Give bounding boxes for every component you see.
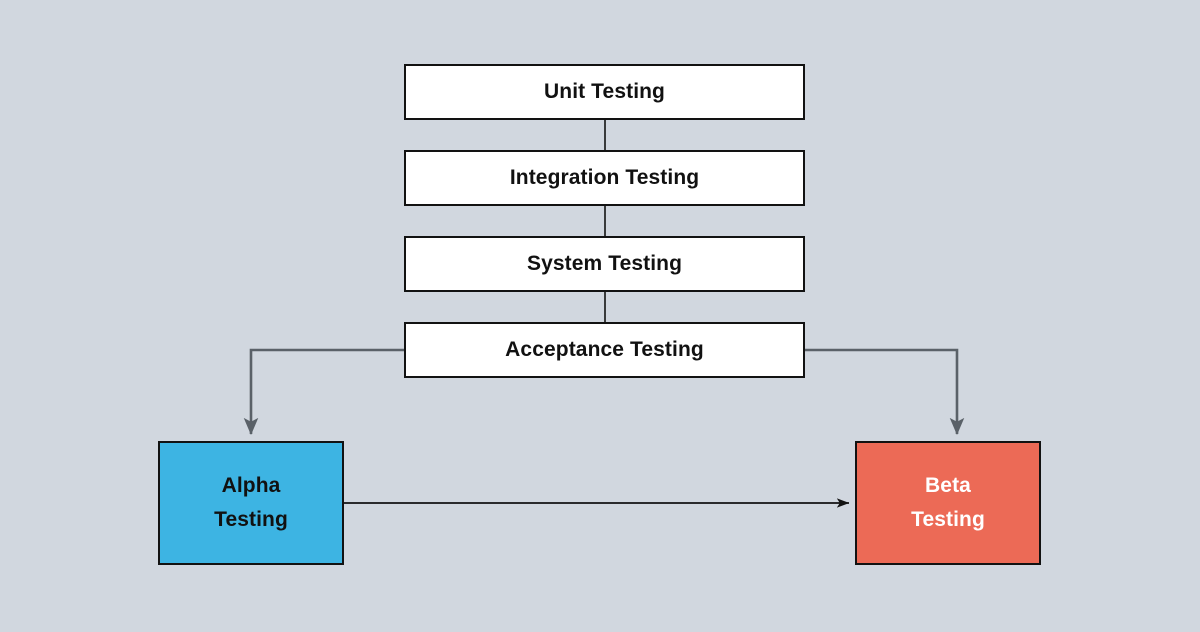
node-alpha-testing[interactable]: Alpha Testing — [158, 441, 344, 565]
connector-acceptance-to-alpha — [243, 348, 404, 436]
node-alpha-testing-label-line2: Testing — [214, 508, 288, 531]
connector-acceptance-to-beta — [805, 348, 965, 436]
node-acceptance-testing[interactable]: Acceptance Testing — [404, 322, 805, 378]
node-alpha-testing-label-line1: Alpha — [221, 473, 281, 497]
node-acceptance-testing-label: Acceptance Testing — [505, 337, 704, 361]
node-integration-testing[interactable]: Integration Testing — [404, 150, 805, 206]
node-unit-testing[interactable]: Unit Testing — [404, 64, 805, 120]
node-system-testing-label: System Testing — [526, 251, 683, 275]
node-beta-testing-label-line1: Beta — [925, 473, 971, 497]
node-beta-testing[interactable]: Beta Testing — [855, 441, 1041, 565]
node-unit-testing-label: Unit Testing — [544, 79, 665, 103]
node-system-testing[interactable]: System Testing — [404, 236, 805, 292]
node-beta-testing-label-line2: Testing — [911, 508, 985, 531]
node-integration-testing-label: Integration Testing — [509, 165, 700, 189]
